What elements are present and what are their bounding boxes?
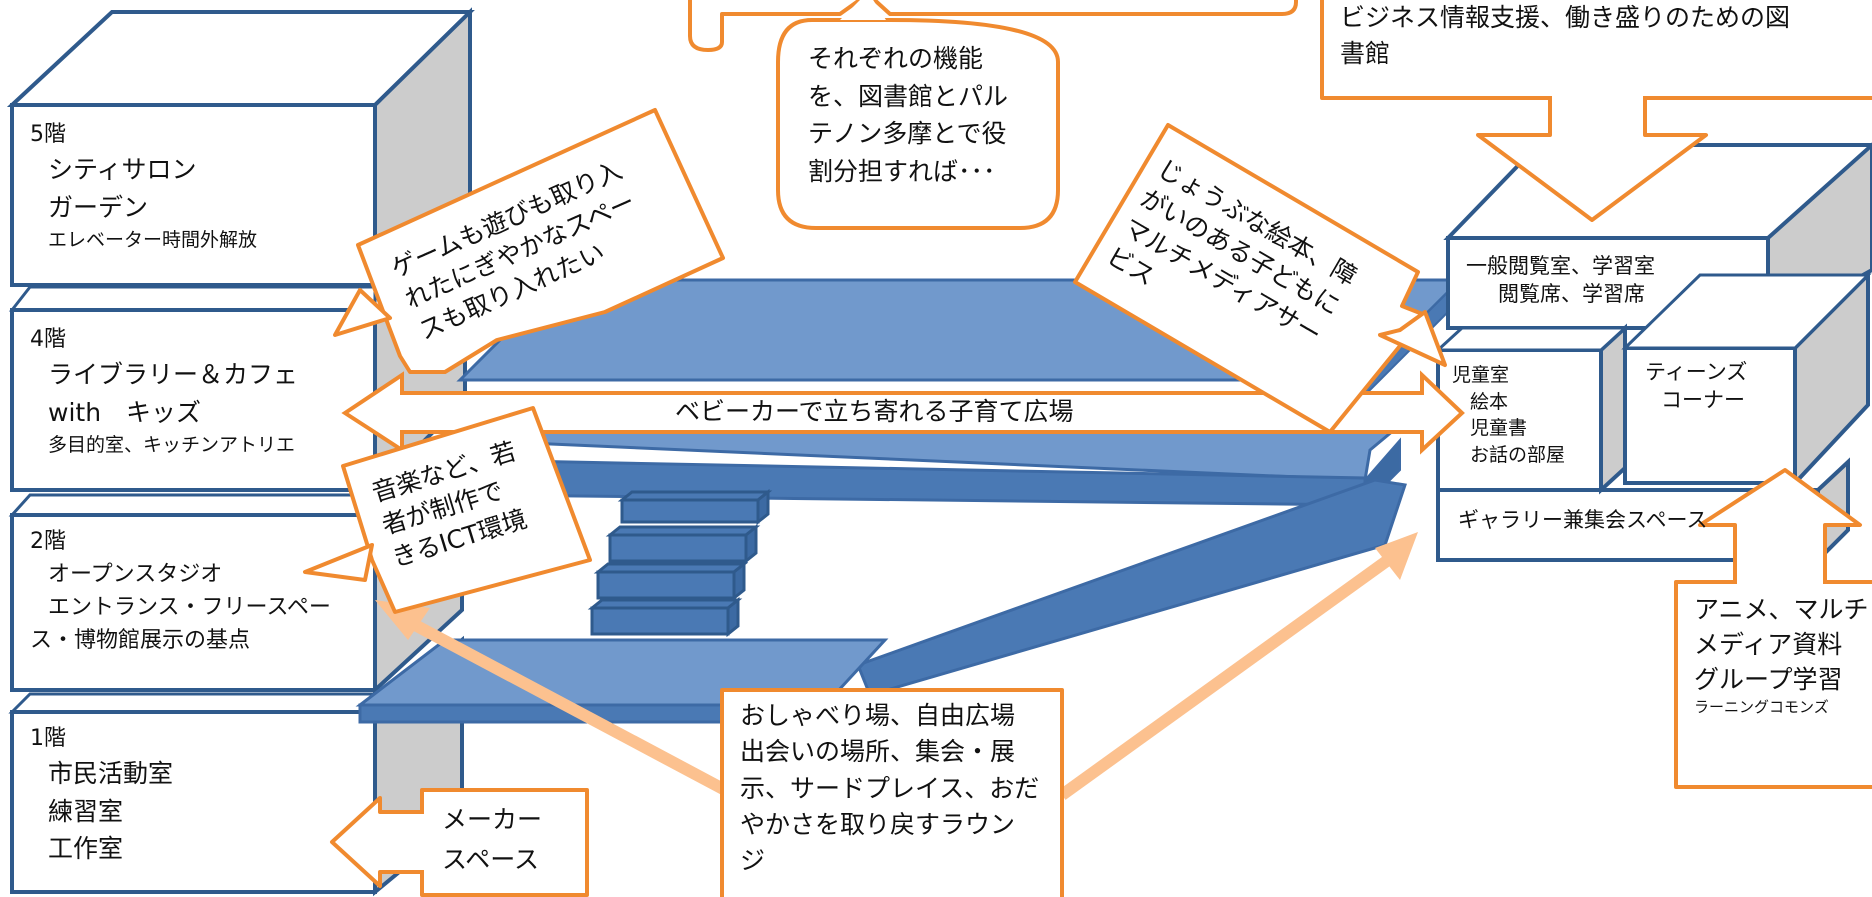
picturebooks-callout-text: じょうぶな絵本、障 がいのある子どもに マルチメディアサー ビス [1101, 152, 1363, 381]
roles-callout [776, 18, 1060, 230]
maker-callout-text: メーカー スペース [442, 800, 542, 880]
children-room-item-1: 絵本 [1470, 390, 1509, 413]
maker-callout-arrow [330, 796, 424, 888]
anime-line-1: アニメ、マルチ [1694, 595, 1869, 624]
children-room-label: 児童室 絵本 児童書 お話の部屋 [1452, 362, 1565, 468]
children-room-item-3: お話の部屋 [1470, 443, 1566, 466]
teens-line-2: コーナー [1661, 388, 1745, 413]
lounge-arrow-right-shaft [1058, 550, 1399, 800]
game-callout-pointer [333, 288, 392, 337]
anime-callout-text: アニメ、マルチ メディア資料 グループ学習 ラーニングコモンズ [1694, 592, 1869, 718]
maker-line-1: メーカー [442, 805, 543, 834]
teens-line-1: ティーンズ [1645, 360, 1748, 384]
floor-4-title: 4階 [30, 327, 66, 352]
maker-callout-box [420, 788, 589, 897]
music-pointer [303, 543, 374, 582]
business-line-2: 書館 [1340, 38, 1391, 68]
teens-corner-top [1621, 273, 1872, 350]
anime-line-3: グループ学習 [1694, 665, 1843, 694]
reading-room-label: 一般閲覧室、学習室 閲覧席、学習席 [1466, 252, 1655, 309]
floor-2-room-1: オープンスタジオ [48, 562, 223, 587]
top-partial-callout [688, 0, 1298, 52]
floor-2-room-3: ス・博物館展示の基点 [30, 628, 251, 653]
floor-2-label: 2階 オープンスタジオ エントランス・フリースペー ス・博物館展示の基点 [30, 525, 331, 657]
teens-corner-label: ティーンズ コーナー [1645, 358, 1747, 415]
floor-5-title: 5階 [30, 122, 66, 147]
floor-4-room-2: with キッズ [48, 397, 202, 427]
children-room-top [1434, 326, 1629, 352]
floor-5-front [10, 103, 377, 287]
business-callout-cover [1552, 95, 1643, 103]
lounge-callout-text: おしゃべり場、自由広場 出会いの場所、集会・展 示、サードプレイス、おだ やかさ… [740, 698, 1039, 879]
business-callout-box [1320, 0, 1872, 100]
children-room-title: 児童室 [1452, 364, 1510, 386]
lounge-line-1: おしゃべり場、自由広場 [740, 701, 1016, 730]
floor-4-room-1: ライブラリー＆カフェ [48, 360, 299, 389]
anime-note: ラーニングコモンズ [1694, 698, 1829, 716]
picturebooks-pointer [1378, 310, 1447, 367]
floor-4-front [10, 308, 377, 492]
gallery-label: ギャラリー兼集会スペース [1458, 508, 1708, 532]
lounge-arrow-right-head [1375, 532, 1418, 580]
lounge-line-5: ジ [740, 846, 766, 875]
stairs [587, 488, 773, 638]
callouts [303, 0, 1872, 897]
lounge-line-3: 示、サードプレイス、おだ [740, 773, 1040, 803]
floor-5-room-2: ガーデン [48, 192, 149, 222]
anime-callout-arrow [1698, 468, 1862, 584]
floor-4-label: 4階 ライブラリー＆カフェ with キッズ 多目的室、キッチンアトリエ [30, 323, 298, 460]
floor-5-label: 5階 シティサロン ガーデン エレベーター時間外解放 [30, 118, 257, 255]
maker-callout-cover [418, 814, 426, 870]
business-callout-arrow [1476, 96, 1708, 222]
lounge-callout-box [720, 688, 1064, 897]
roles-line-1: それぞれの機能 [808, 44, 984, 73]
floor-1-title: 1階 [30, 726, 66, 751]
floor-2-title: 2階 [30, 529, 66, 554]
floor-1-room-3: 工作室 [48, 834, 124, 863]
music-callout [341, 406, 592, 614]
floor-5-note: エレベーター時間外解放 [48, 229, 258, 251]
floor-1-room-2: 練習室 [48, 796, 124, 826]
right-building [1434, 142, 1872, 565]
floor-1-front [10, 710, 377, 894]
roles-line-2: を、図書館とパル [808, 81, 1009, 111]
lounge-arrows [375, 532, 1418, 800]
anime-callout-cover [1737, 576, 1823, 586]
roles-callout-pointer [840, 0, 886, 20]
music-callout-text: 音楽など、若 者が制作で きるICT環境 [368, 435, 540, 575]
floor-2-room-2: エントランス・フリースペー [48, 595, 331, 620]
reading-room-line-2: 閲覧席、学習席 [1498, 282, 1645, 307]
children-room-item-2: 児童書 [1470, 417, 1528, 440]
lounge-line-4: やかさを取り戻すラウン [740, 809, 1016, 839]
lounge-line-2: 出会いの場所、集会・展 [740, 737, 1016, 767]
business-callout-text: ビジネス情報支援、働き盛りのための図 書館 [1340, 0, 1790, 71]
floor-2-front [10, 513, 377, 692]
game-callout [356, 108, 725, 374]
floor-5-room-1: シティサロン [48, 155, 197, 184]
lounge-arrow-left-head [375, 600, 430, 640]
anime-line-2: メディア資料 [1694, 630, 1843, 659]
roles-line-3: テノン多摩とで役 [808, 119, 1007, 148]
game-callout-text: ゲームも遊びも取り入 れたにぎやかなスペー スも取り入れたい [386, 154, 655, 348]
roles-callout-text: それぞれの機能 を、図書館とパル テノン多摩とで役 割分担すれば･･･ [808, 40, 1008, 190]
floor-4-note: 多目的室、キッチンアトリエ [48, 434, 296, 456]
plaza-arrow [341, 370, 1465, 455]
business-line-1: ビジネス情報支援、働き盛りのための図 [1340, 3, 1791, 32]
floor-1-label: 1階 市民活動室 練習室 工作室 [30, 722, 173, 868]
plaza-label: ベビーカーで立ち寄れる子育て広場 [675, 397, 1074, 426]
lounge-arrow-left-shaft [412, 619, 728, 796]
roles-line-4: 割分担すれば･･･ [808, 156, 996, 186]
floor-1-room-1: 市民活動室 [48, 759, 174, 788]
reading-room-line-1: 一般閲覧室、学習室 [1466, 254, 1655, 278]
maker-line-2: スペース [442, 845, 540, 874]
